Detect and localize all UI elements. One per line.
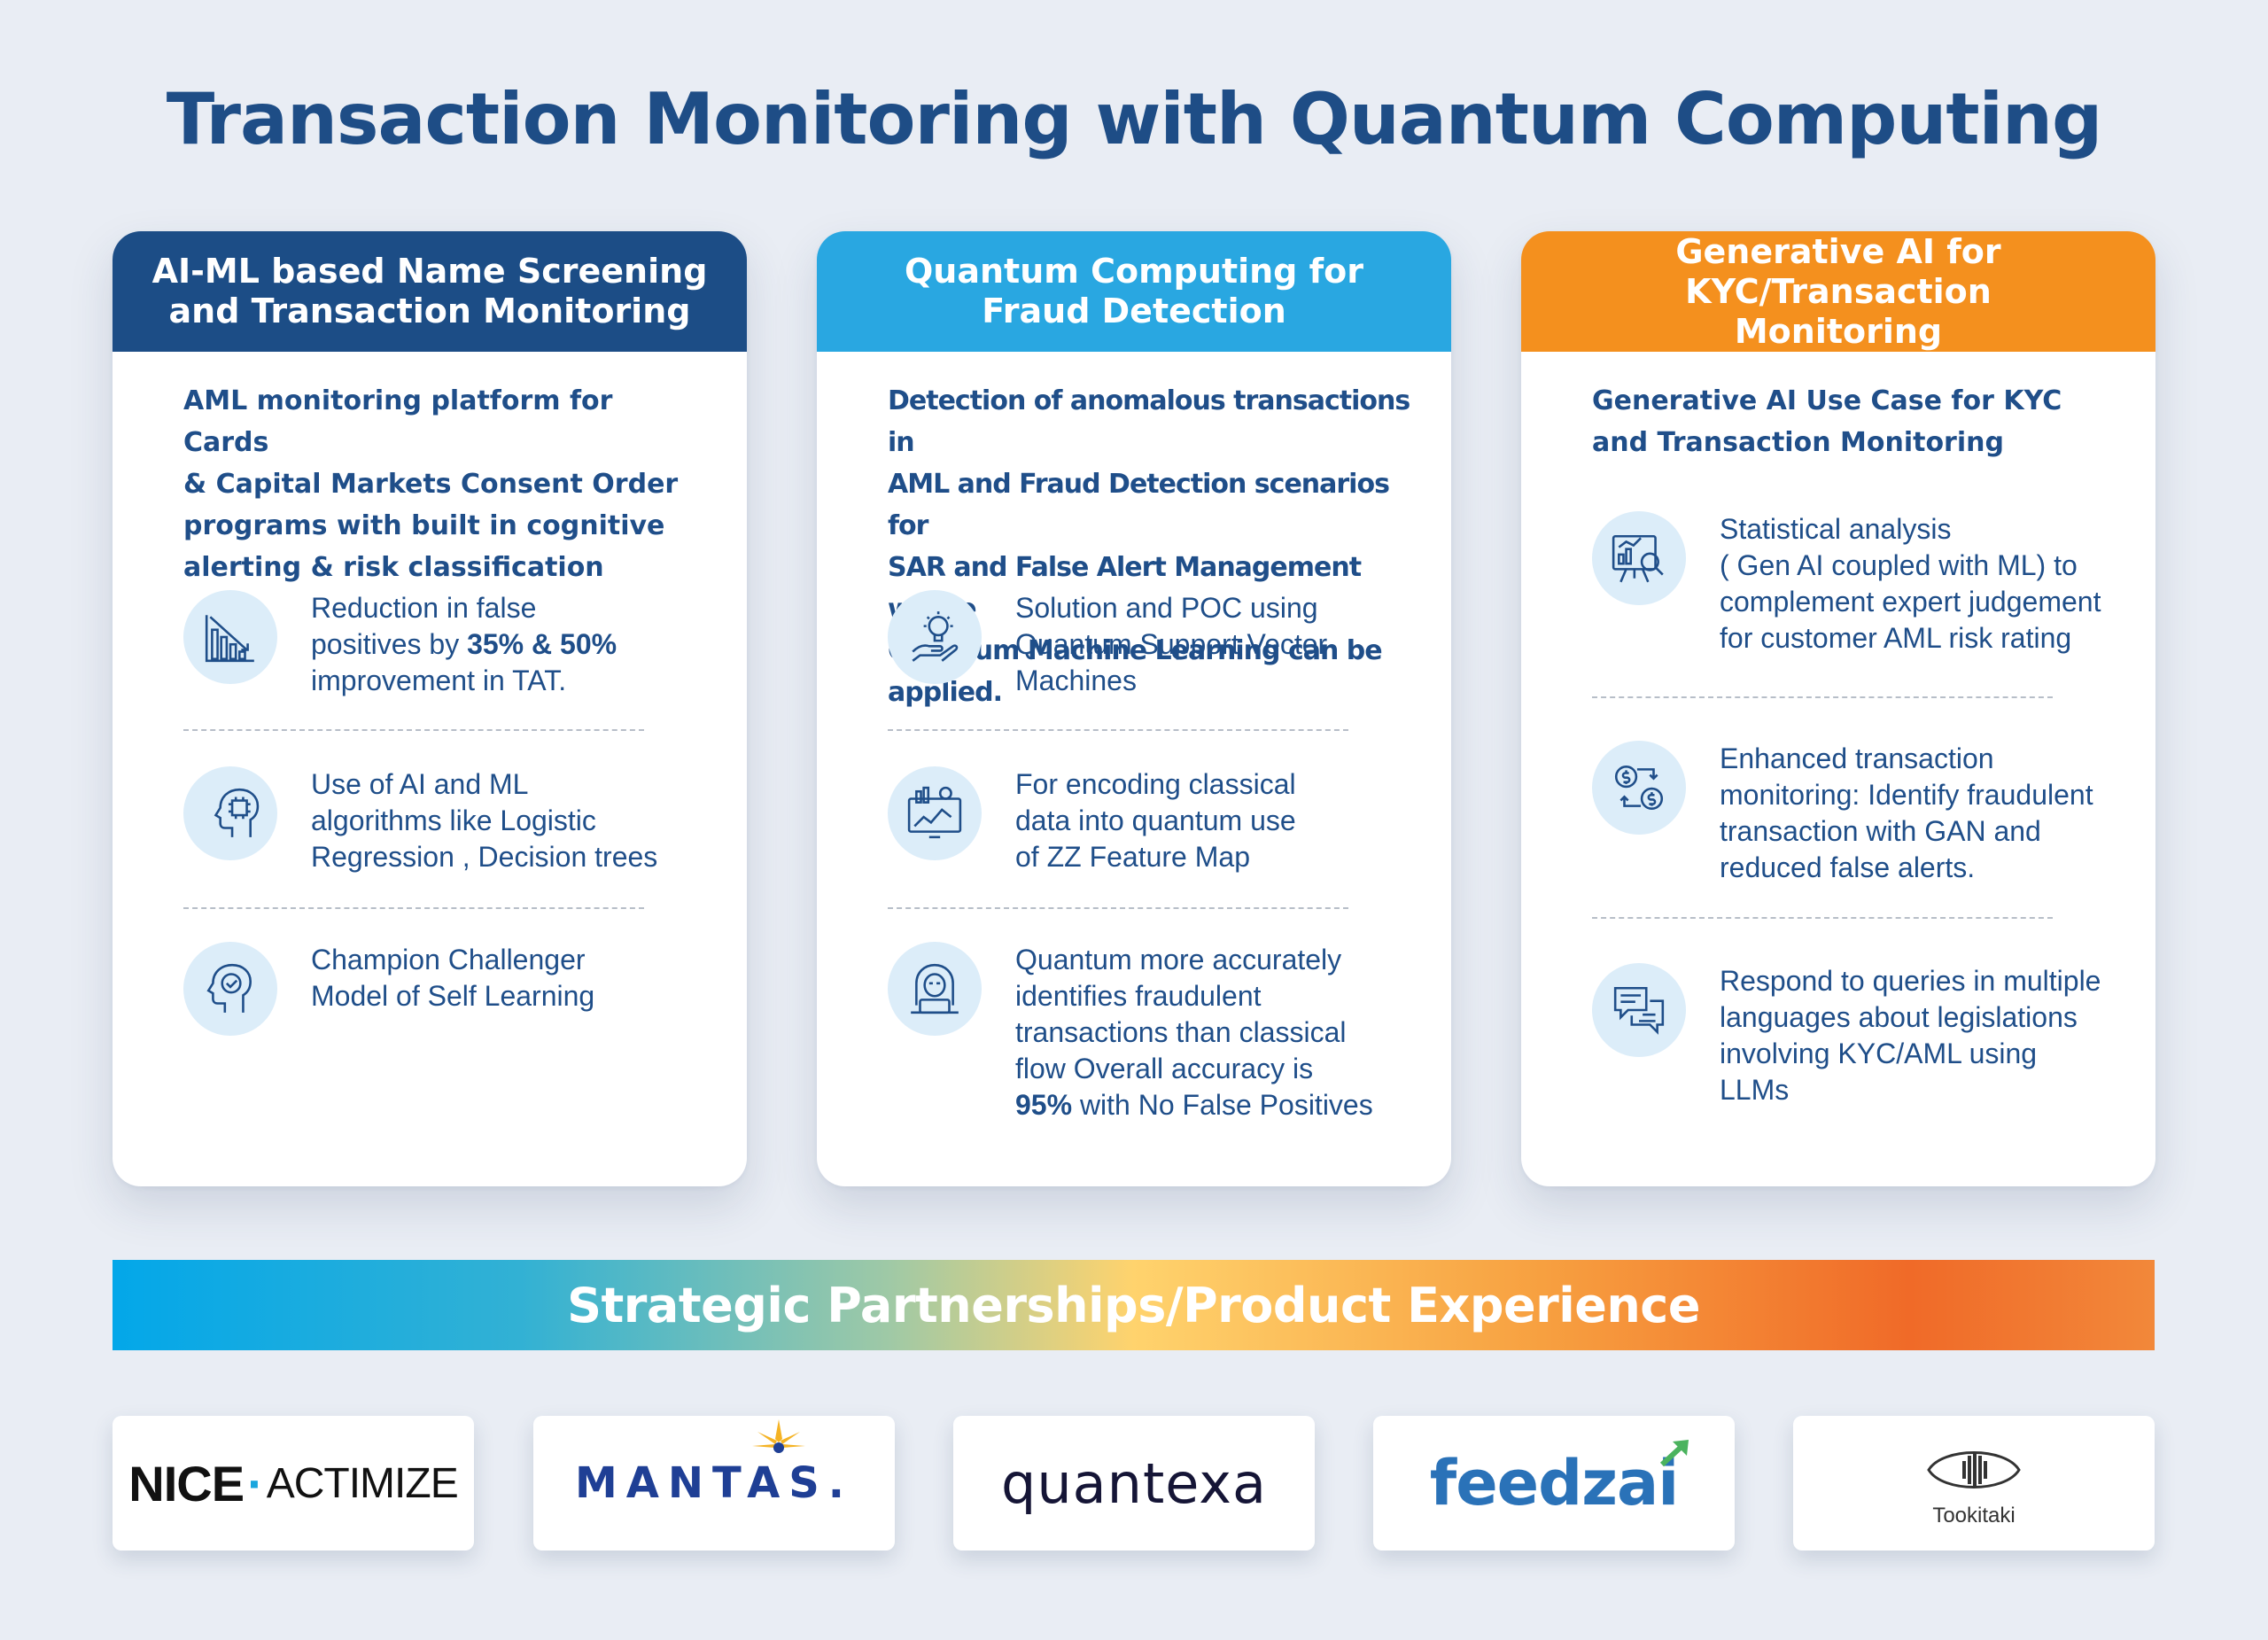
feature-item: Enhanced transaction monitoring: Identif…	[1592, 741, 2093, 883]
card-generative-ai: Generative AI for KYC/Transaction Monito…	[1521, 231, 2155, 1186]
ai-head-icon	[183, 766, 277, 860]
lightbulb-hand-icon	[888, 590, 982, 684]
divider	[888, 729, 1348, 731]
card-header-text: AI-ML based Name Screening and Transacti…	[151, 252, 708, 330]
feature-item: For encoding classical data into quantum…	[888, 766, 1384, 873]
bar-chart-down-icon	[183, 590, 277, 684]
feature-item: Reduction in false positives by 35% & 50…	[183, 590, 680, 696]
card-description: AML monitoring platform for Cards & Capi…	[183, 385, 679, 583]
feature-text: Solution and POC using Quantum Support V…	[1015, 592, 1328, 696]
feature-text: Champion Challenger Model of Self Learni…	[311, 944, 595, 1012]
feature-text: Reduction in false positives by 35% & 50…	[311, 592, 617, 696]
card-header-text: Quantum Computing for Fraud Detection	[905, 252, 1363, 330]
feature-item: Quantum more accurately identifies fraud…	[888, 942, 1384, 1121]
logo-quantexa: quantexa	[953, 1416, 1315, 1551]
logo-mantas: MANTAS.	[533, 1416, 895, 1551]
chat-bubbles-icon	[1592, 963, 1686, 1057]
logo-tookitaki: Tookitaki	[1793, 1416, 2155, 1551]
logo-feedzai: feedzai	[1373, 1416, 1735, 1551]
feature-text: Enhanced transaction monitoring: Identif…	[1720, 742, 2093, 883]
feature-text: For encoding classical data into quantum…	[1015, 768, 1296, 873]
feature-item: Respond to queries in multiple languages…	[1592, 963, 2101, 1106]
feature-item: Champion Challenger Model of Self Learni…	[183, 942, 680, 1048]
card-header: AI-ML based Name Screening and Transacti…	[113, 231, 747, 352]
brain-check-icon	[183, 942, 277, 1036]
feature-text: Use of AI and ML algorithms like Logisti…	[311, 768, 658, 873]
card-description: Detection of anomalous transactions in A…	[888, 385, 1410, 708]
logo-nice-actimize: NICE·ACTIMIZE	[113, 1416, 474, 1551]
feature-text: Respond to queries in multiple languages…	[1720, 965, 2101, 1106]
card-header: Quantum Computing for Fraud Detection	[817, 231, 1451, 352]
card-header-text: Generative AI for KYC/Transaction Monito…	[1675, 231, 2001, 351]
feature-item: Solution and POC using Quantum Support V…	[888, 590, 1384, 696]
feature-item: Statistical analysis ( Gen AI coupled wi…	[1592, 511, 2101, 654]
analytics-board-icon	[1592, 511, 1686, 605]
divider	[888, 907, 1348, 909]
data-dashboard-icon	[888, 766, 982, 860]
money-exchange-icon	[1592, 741, 1686, 835]
card-header: Generative AI for KYC/Transaction Monito…	[1521, 231, 2155, 352]
banner-text: Strategic Partnerships/Product Experienc…	[567, 1277, 1700, 1333]
divider	[183, 729, 644, 731]
feature-text: Quantum more accurately identifies fraud…	[1015, 944, 1373, 1121]
card-ai-ml: AI-ML based Name Screening and Transacti…	[113, 231, 747, 1186]
partnerships-banner: Strategic Partnerships/Product Experienc…	[113, 1260, 2155, 1350]
hacker-icon	[888, 942, 982, 1036]
page-title: Transaction Monitoring with Quantum Comp…	[166, 78, 2103, 160]
card-description: Generative AI Use Case for KYC and Trans…	[1592, 385, 2062, 458]
feature-item: Use of AI and ML algorithms like Logisti…	[183, 766, 680, 873]
feature-text: Statistical analysis ( Gen AI coupled wi…	[1720, 513, 2101, 654]
divider	[1592, 696, 2053, 698]
divider	[1592, 917, 2053, 919]
divider	[183, 907, 644, 909]
card-quantum: Quantum Computing for Fraud Detection De…	[817, 231, 1451, 1186]
